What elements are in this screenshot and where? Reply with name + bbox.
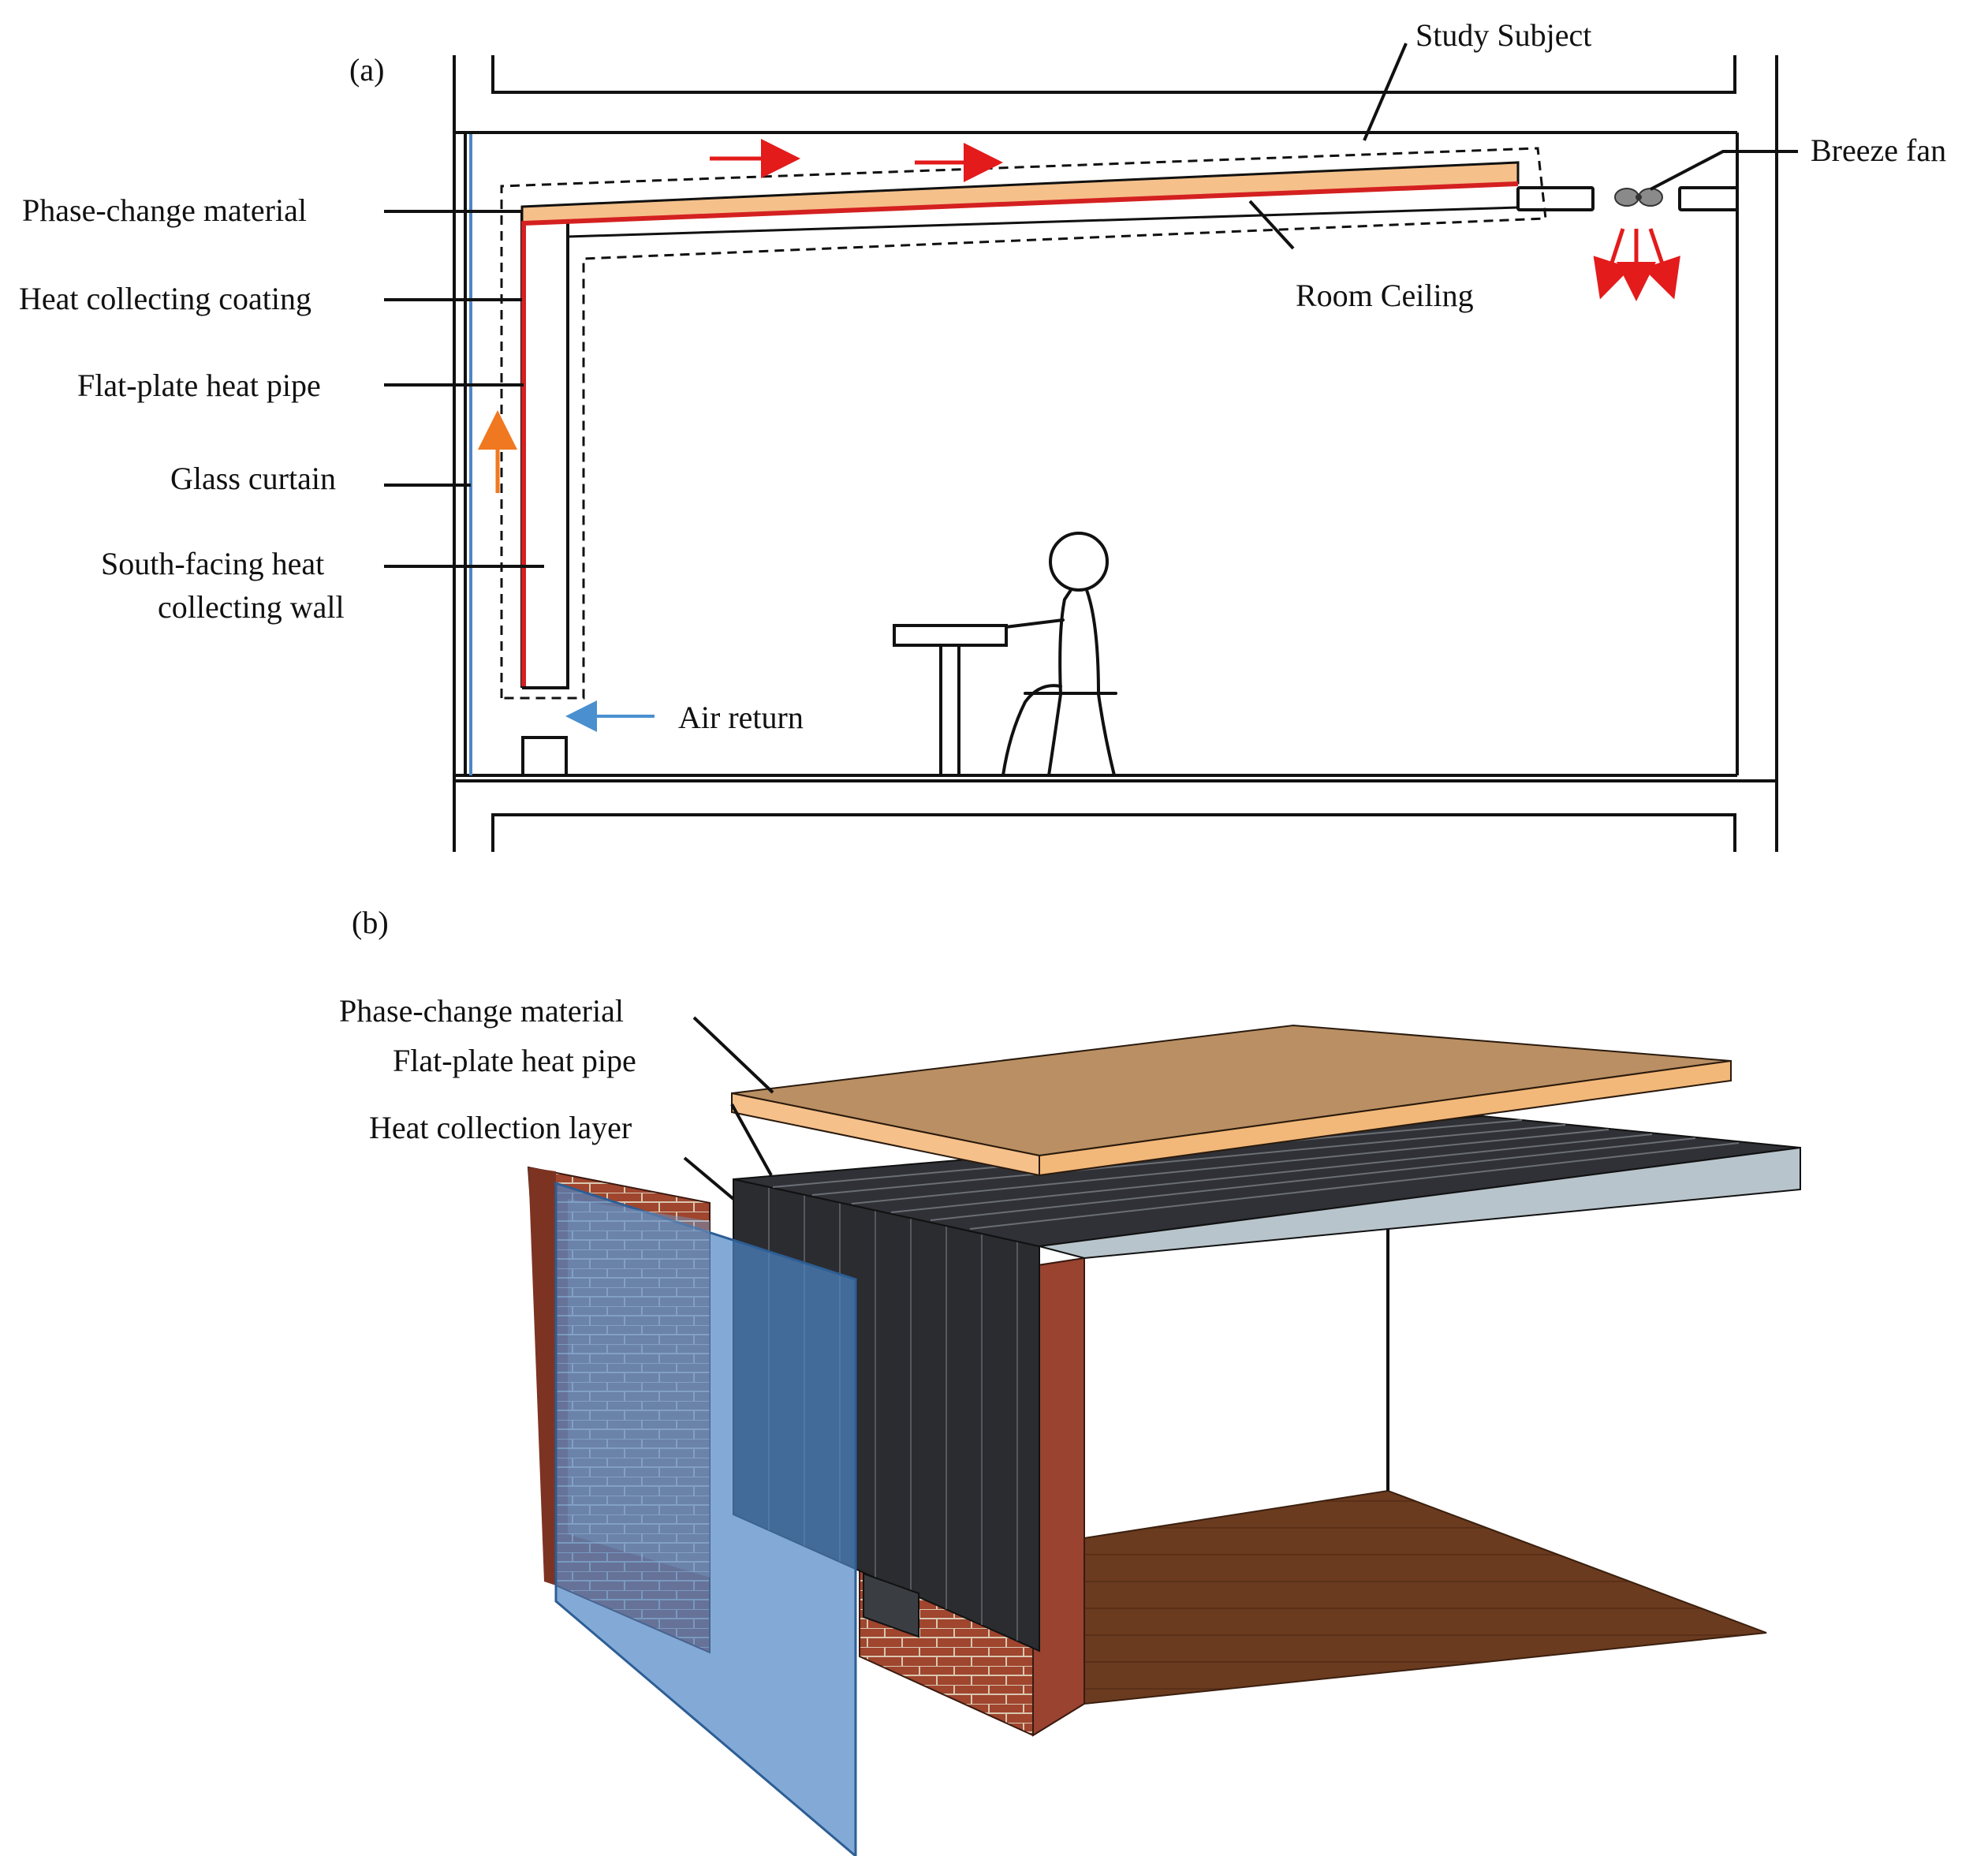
label-breeze-fan: Breeze fan [1811,133,1946,168]
vent-slot [863,1572,919,1638]
study-subject-boundary [500,147,1547,700]
label-study-subject: Study Subject [1415,17,1591,53]
label-heat-collecting-coating: Heat collecting coating [19,281,311,316]
label-room-ceiling: Room Ceiling [1296,278,1474,313]
pcm-slab [520,161,1520,224]
panel-b-label: (b) [352,905,389,940]
floor-3d [1084,1489,1767,1705]
label-south-facing-2: collecting wall [158,589,345,625]
leader-lines-a [384,43,1798,568]
brick-wall-edge [1032,1257,1085,1737]
label-b-heat-collection-layer: Heat collection layer [369,1110,632,1145]
person-at-desk [893,532,1117,777]
panel-b: (b) [339,905,1801,1856]
leader-lines-b [683,1016,774,1201]
panel-a-label: (a) [349,52,384,88]
fan-arrow-right [1643,228,1680,300]
label-phase-change-material: Phase-change material [22,192,307,228]
label-b-flat-plate-heat-pipe: Flat-plate heat pipe [393,1043,636,1078]
label-glass-curtain: Glass curtain [170,461,336,496]
ceiling-underside [1039,1146,1801,1260]
building-section [453,55,1778,852]
brick-wall-side [528,1167,556,1585]
pcm-board-side [1039,1059,1732,1177]
label-flat-plate-heat-pipe: Flat-plate heat pipe [77,368,321,403]
fan-icon [1614,188,1663,207]
fan-arrow-left [1593,228,1632,300]
heat-pipe [521,181,1519,686]
label-south-facing-1: South-facing heat [101,546,324,581]
label-air-return: Air return [678,700,804,735]
label-b-phase-change-material: Phase-change material [339,993,624,1029]
glass-inner-brick [568,1199,710,1578]
panel-a: (a) [19,17,1946,852]
